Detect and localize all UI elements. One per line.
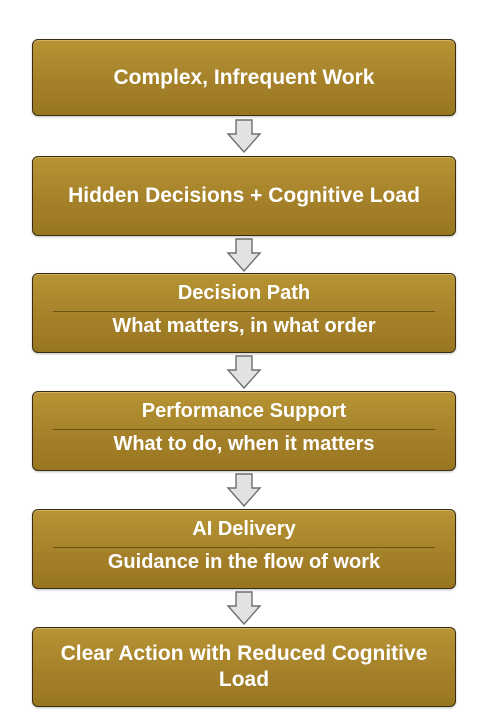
flow-step-clear-action: Clear Action with Reduced Cognitive Load [32,627,456,707]
down-arrow-icon [226,591,262,625]
step-title: Decision Path [177,282,311,304]
flow-step-ai-delivery: AI Delivery Guidance in the flow of work [32,509,456,589]
step-title: Clear Action with Reduced Cognitive Load [60,642,428,691]
step-title: AI Delivery [192,518,296,540]
down-arrow-icon [226,119,262,153]
step-subtitle: Guidance in the flow of work [107,551,381,573]
divider-line [53,429,435,430]
flow-step-hidden-decisions: Hidden Decisions + Cognitive Load [32,156,456,236]
divider-line [53,547,435,548]
flow-step-complex-work: Complex, Infrequent Work [32,39,456,116]
step-title: Performance Support [141,400,347,422]
flow-step-decision-path: Decision Path What matters, in what orde… [32,273,456,353]
step-title: Complex, Infrequent Work [113,65,375,89]
step-subtitle: What matters, in what order [112,315,376,337]
flow-step-performance-support: Performance Support What to do, when it … [32,391,456,471]
step-title: Hidden Decisions + Cognitive Load [68,184,420,207]
step-subtitle: What to do, when it matters [113,433,375,455]
divider-line [53,311,435,312]
down-arrow-icon [226,355,262,389]
down-arrow-icon [226,473,262,507]
down-arrow-icon [226,238,262,272]
